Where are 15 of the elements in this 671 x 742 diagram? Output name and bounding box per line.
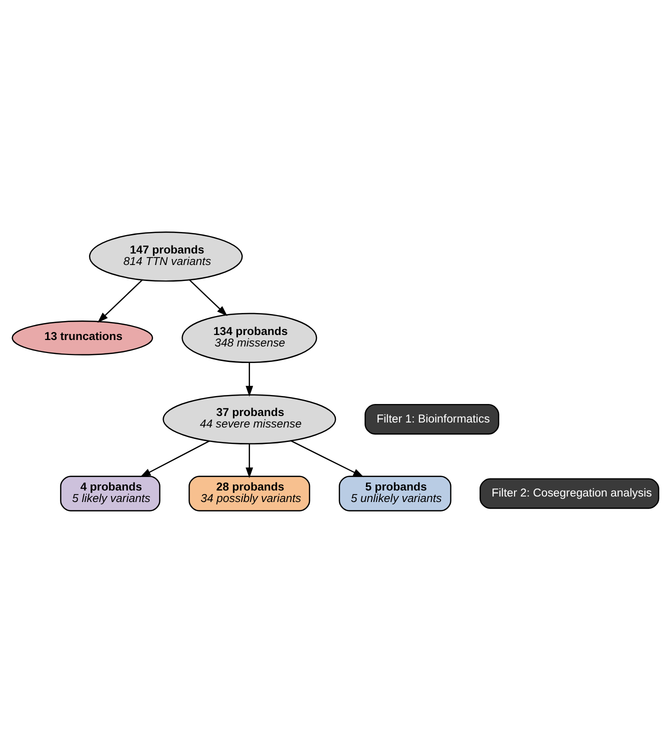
node-box: 28 probands 34 possibly variants — [188, 475, 310, 511]
arrow — [246, 443, 254, 478]
node-ellipse: 37 probands 44 severe missense — [162, 394, 336, 444]
arrow — [97, 278, 143, 322]
node-box: 5 probands 5 unlikely variants — [338, 475, 452, 511]
node-ellipse: 13 truncations — [12, 320, 154, 355]
arrow — [290, 440, 364, 477]
node-ellipse: 134 probands 348 missense — [182, 312, 318, 363]
node-box: 4 probands 5 likely variants — [60, 475, 160, 511]
arrow — [246, 362, 254, 396]
node-box: Filter 1: Bioinformatics — [364, 403, 500, 434]
arrow — [140, 440, 210, 477]
node-box: Filter 2: Cosegregation analysis — [480, 478, 660, 508]
node-ellipse: 147 probands 814 TTN variants — [89, 231, 243, 282]
arrow — [188, 278, 228, 316]
